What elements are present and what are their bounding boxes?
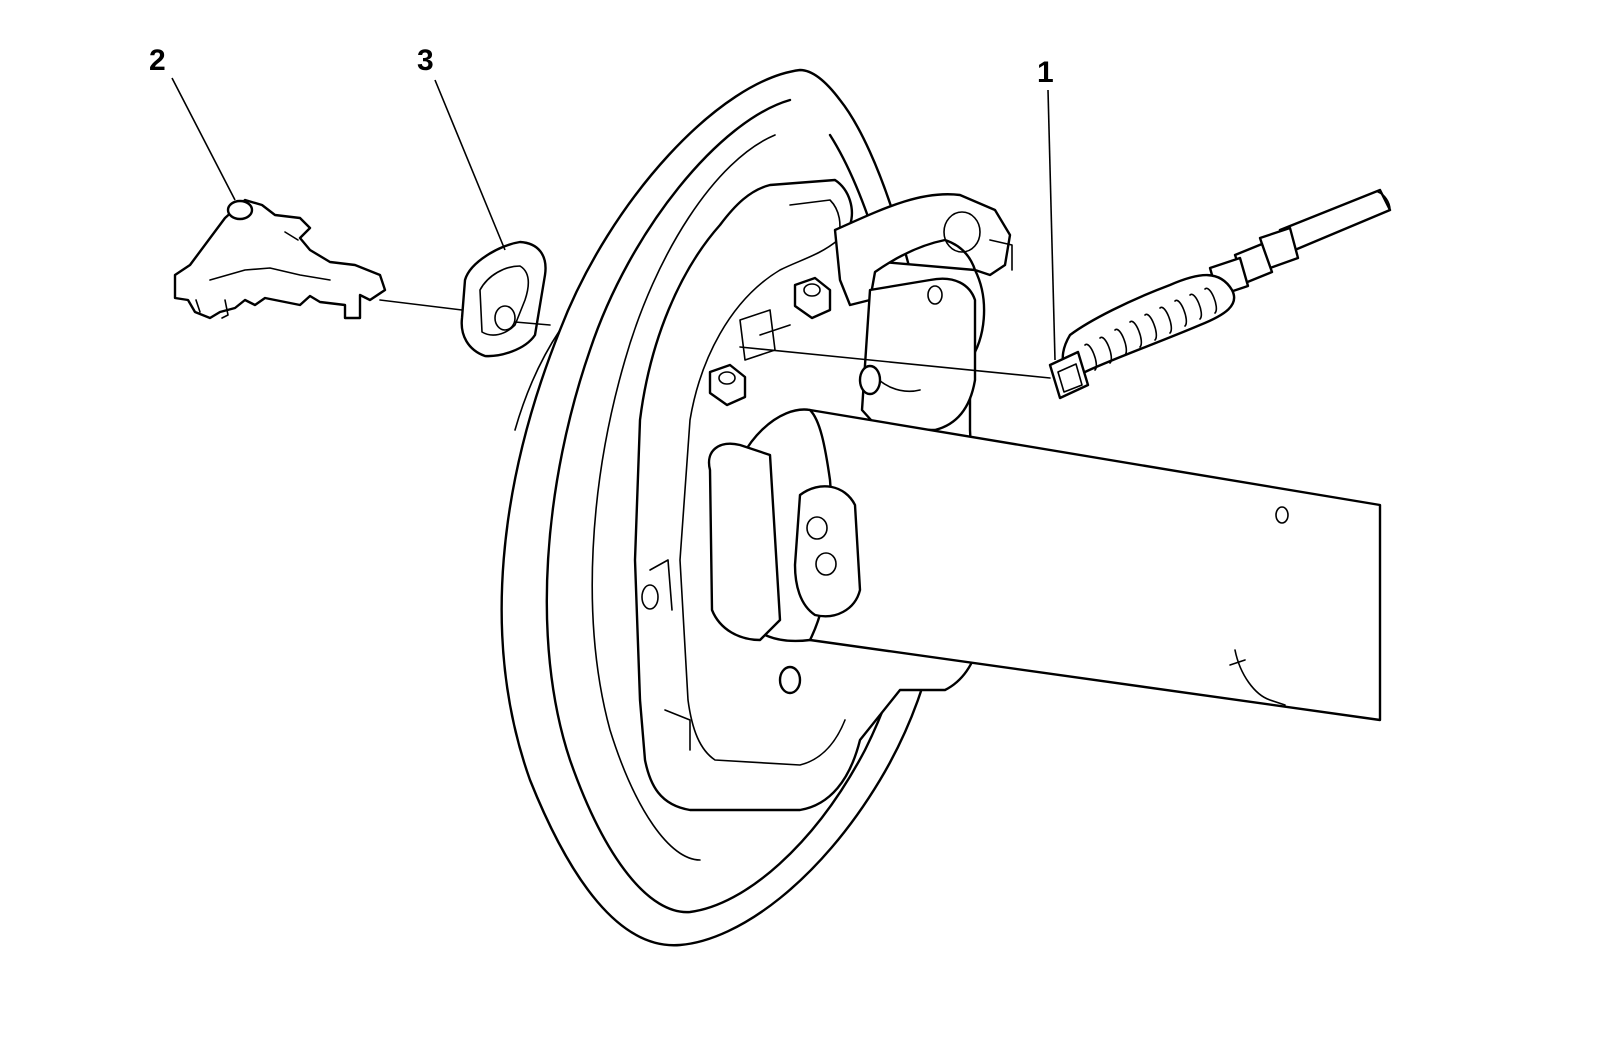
callout-1: 1: [1037, 56, 1054, 89]
alignment-line-cable: [739, 346, 1051, 379]
grommet-seal: [460, 240, 547, 358]
alignment-line-lever: [379, 299, 463, 311]
leader-line-1: [1047, 89, 1056, 361]
leader-lines: [171, 77, 1056, 379]
leader-line-2: [171, 77, 236, 201]
callout-labels: 1 2 3: [149, 44, 1054, 89]
cable-bracket: [833, 193, 1013, 432]
alignment-line-grommet: [514, 321, 551, 326]
leader-line-3: [434, 79, 506, 251]
parking-brake-lever: [173, 198, 387, 320]
mounting-bolts: [708, 276, 882, 695]
callout-3: 3: [417, 44, 434, 77]
parking-brake-cable: [1048, 188, 1392, 400]
axle-housing: [707, 408, 1382, 722]
callout-2: 2: [149, 44, 166, 77]
